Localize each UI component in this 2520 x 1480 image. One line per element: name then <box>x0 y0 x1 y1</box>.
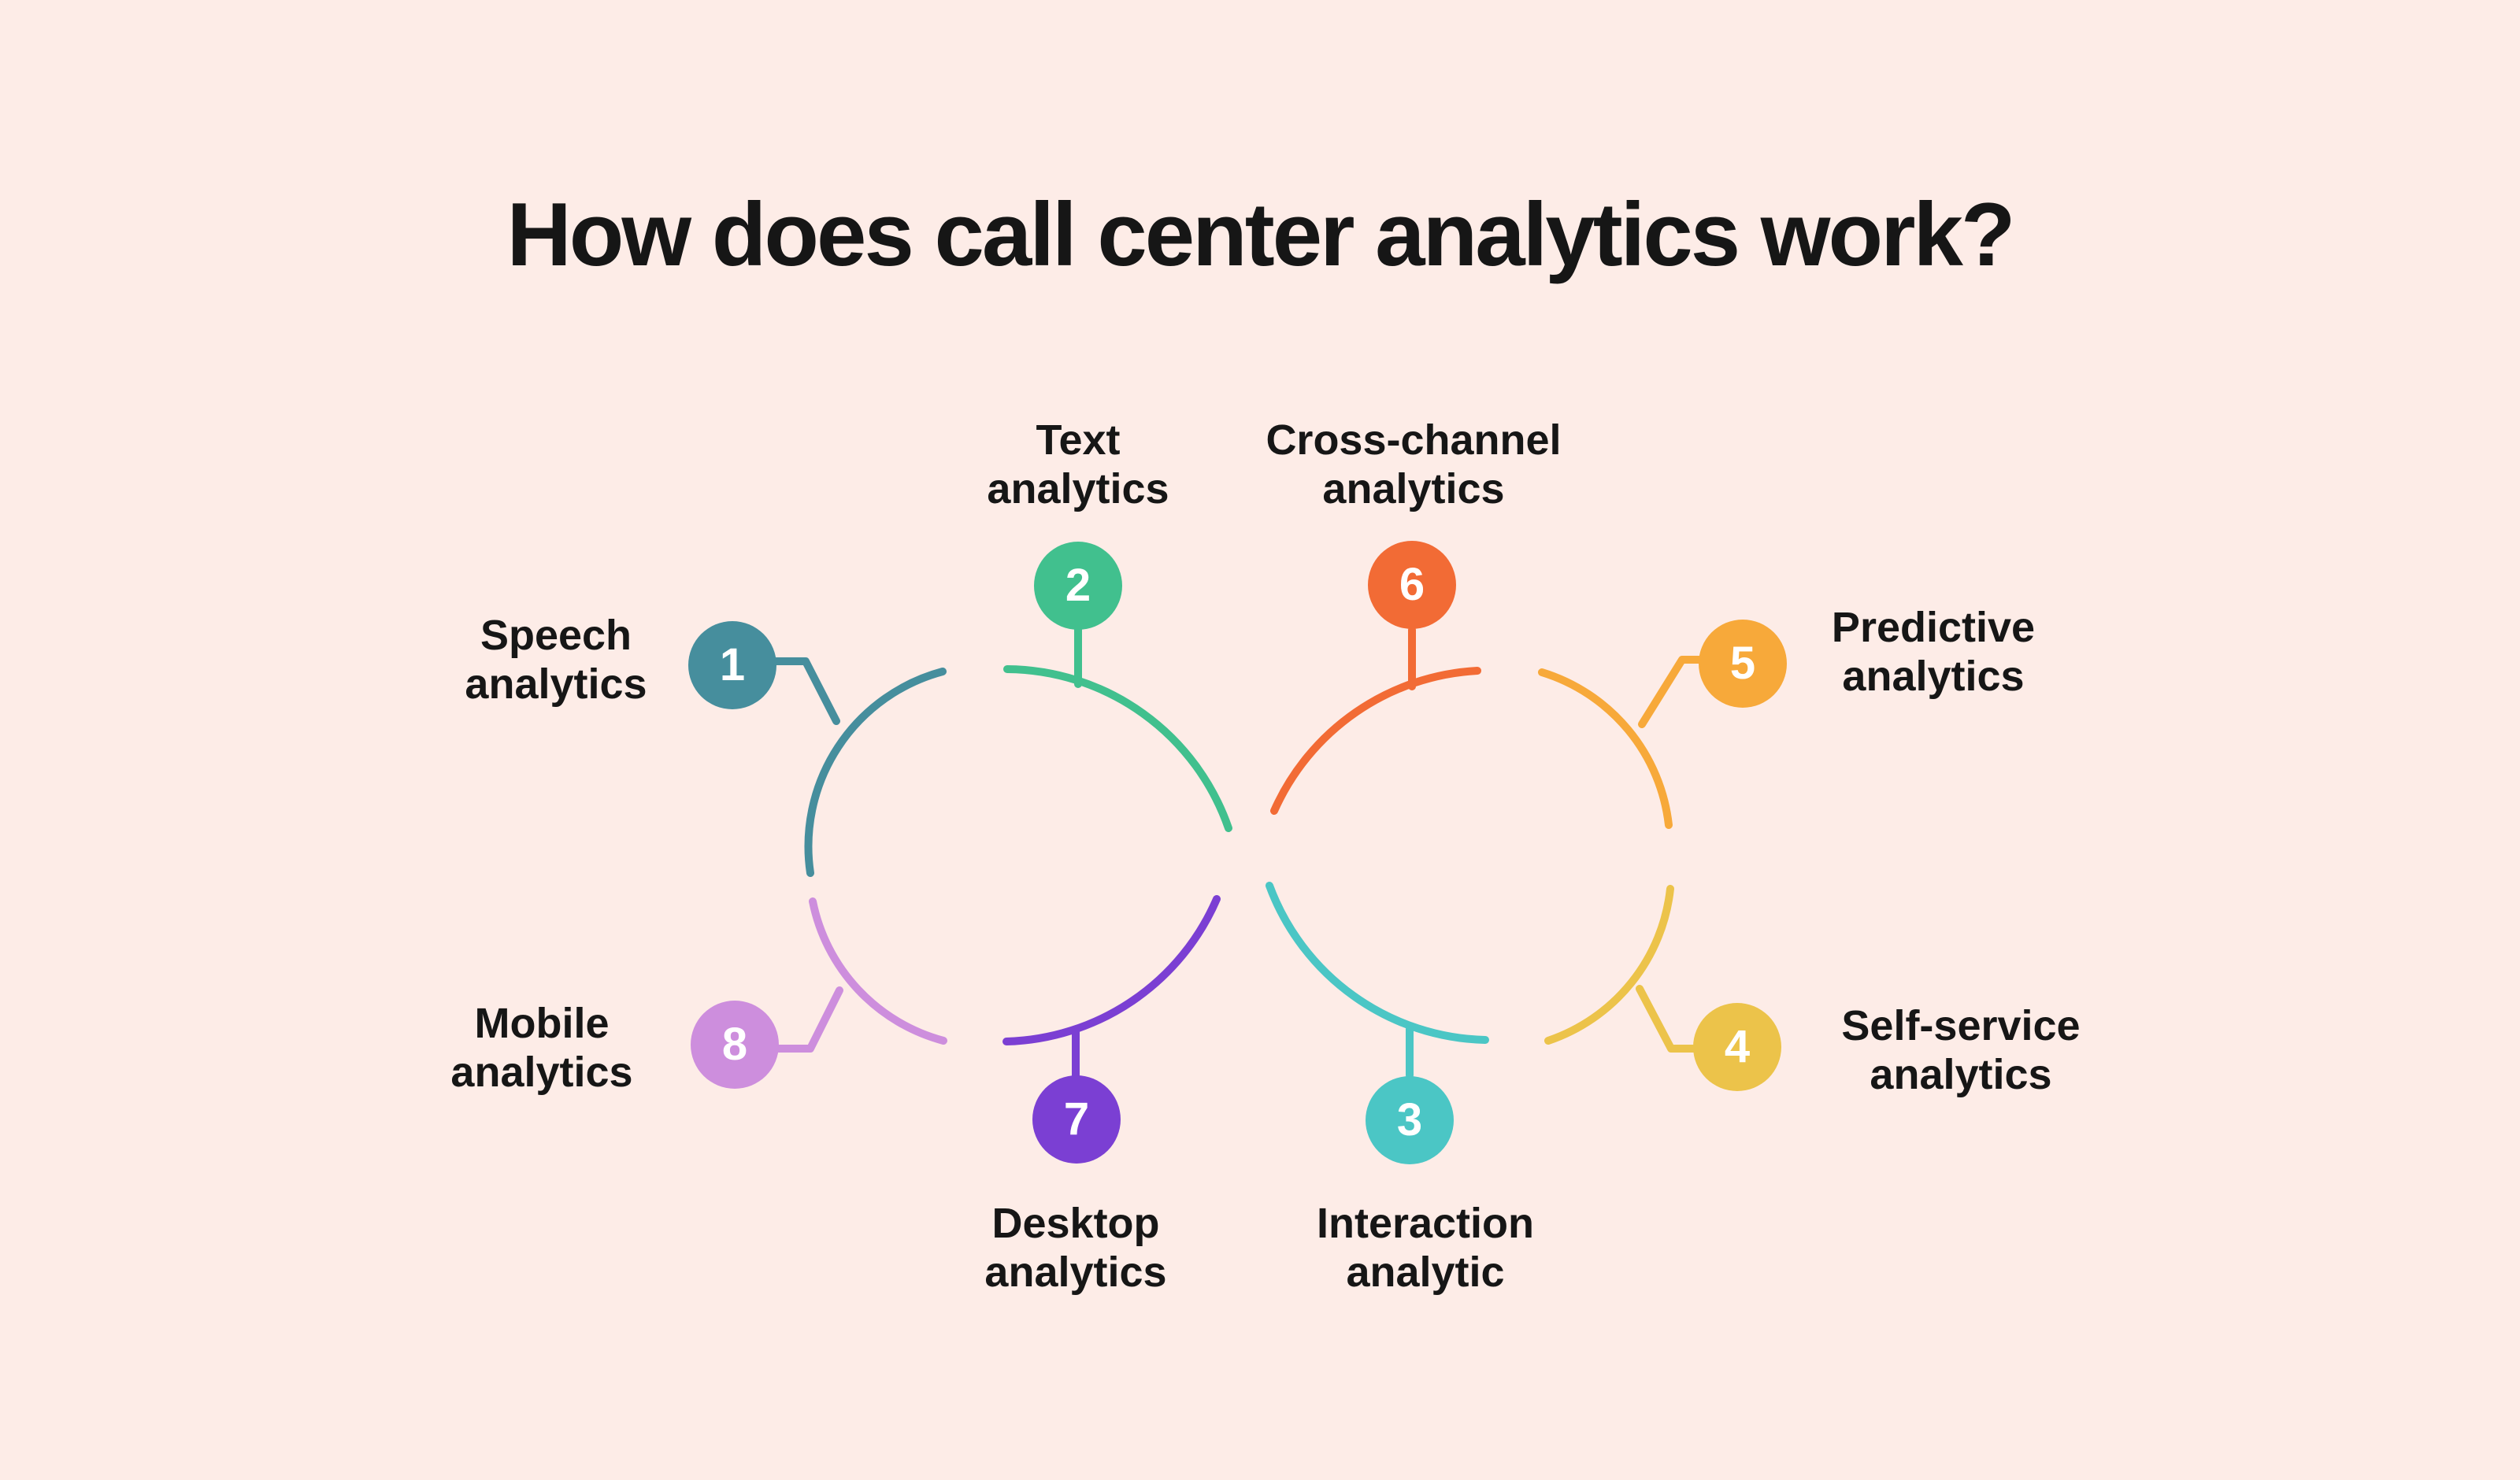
connector-predictive-analytics <box>1638 656 1705 728</box>
node-bubble-2: 2 <box>1034 542 1122 630</box>
label-cross-channel-analytics: Cross-channel analytics <box>1193 416 1634 513</box>
label-line: analytics <box>1870 1051 2052 1098</box>
node-number-4: 4 <box>1724 1021 1751 1072</box>
label-line: Mobile <box>474 1000 610 1047</box>
label-mobile-analytics: Mobile analytics <box>321 999 762 1097</box>
label-line: analytics <box>465 660 647 708</box>
label-line: analytics <box>984 1249 1167 1296</box>
page-title: How does call center analytics work? <box>506 185 2015 285</box>
label-text-analytics: Text analytics <box>858 416 1299 513</box>
arc-predictive-analytics <box>1538 668 1673 829</box>
label-self-service-analytics: Self-service analytics <box>1740 1001 2181 1099</box>
node-number-6: 6 <box>1399 559 1425 610</box>
node-bubble-6: 6 <box>1368 541 1456 629</box>
node-bubble-3: 3 <box>1366 1076 1454 1164</box>
node-number-7: 7 <box>1063 1093 1090 1145</box>
arc-desktop-analytics <box>1002 895 1221 1045</box>
arc-interaction-analytic <box>1266 882 1489 1044</box>
label-line: analytics <box>1322 465 1505 512</box>
node-bubble-4: 4 <box>1693 1003 1781 1091</box>
arc-self-service-analytics <box>1544 885 1674 1045</box>
label-line: Predictive <box>1831 604 2036 651</box>
label-line: analytics <box>987 465 1169 512</box>
node-bubble-8: 8 <box>691 1001 779 1089</box>
node-bubble-5: 5 <box>1699 620 1787 708</box>
label-line: analytic <box>1346 1249 1505 1296</box>
label-line: analytics <box>450 1049 633 1096</box>
node-number-5: 5 <box>1729 638 1756 689</box>
label-desktop-analytics: Desktop analytics <box>855 1199 1296 1297</box>
label-interaction-analytic: Interaction analytic <box>1205 1199 1646 1297</box>
connector-self-service-analytics <box>1636 985 1699 1053</box>
label-line: Cross-channel <box>1266 416 1562 464</box>
arc-cross-channel-analytics <box>1270 667 1481 815</box>
connector-mobile-analytics <box>772 986 843 1053</box>
label-line: Self-service <box>1841 1002 2081 1049</box>
label-line: Interaction <box>1316 1200 1535 1247</box>
label-predictive-analytics: Predictive analytics <box>1713 603 2154 701</box>
node-number-1: 1 <box>719 639 746 690</box>
node-bubble-7: 7 <box>1032 1075 1121 1164</box>
label-line: Text <box>1036 416 1121 464</box>
node-number-2: 2 <box>1065 560 1091 611</box>
connector-speech-analytics <box>770 657 840 725</box>
label-line: analytics <box>1842 653 2025 700</box>
label-line: Speech <box>480 612 632 659</box>
arc-speech-analytics <box>804 668 947 877</box>
node-number-8: 8 <box>721 1019 748 1070</box>
arc-text-analytics <box>1003 665 1232 832</box>
label-line: Desktop <box>991 1200 1160 1247</box>
label-speech-analytics: Speech analytics <box>335 611 776 709</box>
node-bubble-1: 1 <box>688 621 776 709</box>
arc-mobile-analytics <box>809 897 947 1045</box>
node-number-3: 3 <box>1396 1094 1423 1145</box>
